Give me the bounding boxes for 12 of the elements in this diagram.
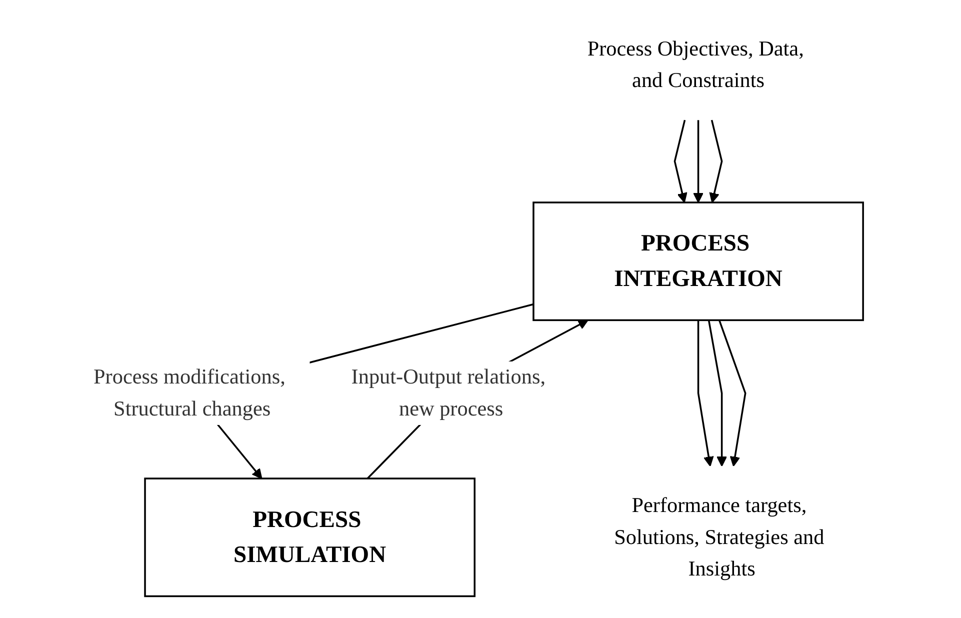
arrow [718,320,746,467]
arrow [693,120,704,203]
arrow [709,120,723,203]
edge-label: Process modifications, Structural changes [94,364,286,420]
node-box: PROCESS INTEGRATION [532,202,864,322]
arrow [697,320,714,467]
edge-label: Input-Output relations, new process [351,364,546,420]
arrow [708,320,727,467]
node-text: Performance targets, Solutions, Strategies and Insights [614,493,824,580]
arrow [674,120,688,203]
node-text: Process Objectives, Data, and Constraints [587,36,804,92]
node-box: PROCESS SIMULATION [144,478,476,598]
